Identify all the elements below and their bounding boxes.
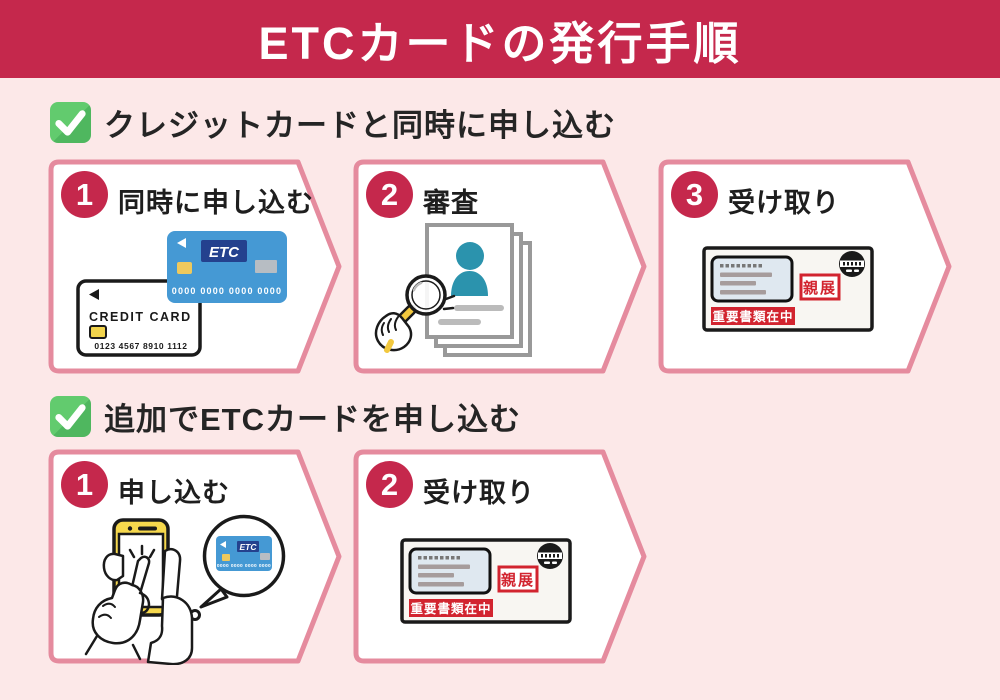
mini-etc-card: ETC 0000 0000 0000 0000 <box>216 536 272 571</box>
confidential-stamp <box>497 565 539 593</box>
etc-card-number: 0000 0000 0000 0000 <box>172 286 282 296</box>
etc-brand-plate <box>201 240 247 262</box>
text-line <box>438 319 481 325</box>
magnifier-lens-inner <box>411 280 441 310</box>
postmark-icon <box>537 543 563 569</box>
credit-card-number: 0123 4567 8910 1112 <box>94 341 187 351</box>
credit-card-brand: CREDIT CARD <box>89 310 192 324</box>
confidential-stamp-text: 親展 <box>501 571 535 589</box>
check-icon <box>50 102 91 143</box>
person-body <box>451 271 488 296</box>
step-box-screening: 2 審査 <box>350 158 648 375</box>
postmark-icon <box>839 251 865 277</box>
wrist-lines <box>84 634 142 661</box>
step-box-receive-2: 親展 重要書類在中 2 受け取り <box>350 448 648 665</box>
section-heading-2: 追加でETCカードを申し込む <box>50 394 521 439</box>
apply-phone-illustration: ETC 0000 0000 0000 0000 <box>84 514 286 665</box>
confidential-stamp-text: 親展 <box>803 279 837 297</box>
etc-card-stripe <box>255 260 277 273</box>
header-band: ETCカードの発行手順 <box>0 0 1000 78</box>
address-line <box>720 281 756 286</box>
phone-speaker-bar <box>138 526 157 531</box>
step-number-badge: 3 <box>671 171 718 218</box>
confidential-stamp <box>799 273 841 301</box>
step-box-apply-together: CREDIT CARD 0123 4567 8910 1112 ETC 0000… <box>45 158 343 375</box>
etc-card-number: 0000 0000 0000 0000 <box>217 563 271 569</box>
lens-highlight <box>412 281 423 292</box>
important-banner <box>409 599 493 617</box>
step-box-receive: 親展 重要書類在中 3 受け取り <box>655 158 953 375</box>
address-line <box>418 564 470 569</box>
important-banner <box>711 307 795 325</box>
envelope-illustration: 親展 重要書類在中 <box>400 538 572 624</box>
magnifier-handle-end <box>384 339 394 353</box>
sparkle-icon <box>442 294 456 311</box>
page-title: ETCカードの発行手順 <box>258 17 742 69</box>
section-heading-1: クレジットカードと同時に申し込む <box>50 100 616 145</box>
step-number: 3 <box>685 176 704 212</box>
step-label: 審査 <box>423 188 479 218</box>
step-number: 1 <box>75 466 94 502</box>
envelope-illustration: 親展 重要書類在中 <box>702 246 874 332</box>
step-label: 同時に申し込む <box>118 188 314 218</box>
step-label: 申し込む <box>118 478 230 508</box>
step-number-badge: 1 <box>61 461 108 508</box>
knuckles <box>98 602 116 619</box>
step-number-badge: 2 <box>366 461 413 508</box>
etc-card-arrow-icon <box>177 238 186 248</box>
holding-finger <box>160 547 182 605</box>
hand-fingers <box>380 316 399 336</box>
step-label: 受け取り <box>728 188 840 218</box>
window-dashes <box>720 264 762 268</box>
step-number-badge: 1 <box>61 171 108 218</box>
credit-card-arrow-icon <box>89 289 99 300</box>
screening-illustration <box>374 223 532 357</box>
tap-sparkle-icon <box>128 544 156 559</box>
bent-finger <box>138 591 151 615</box>
address-line <box>418 582 464 587</box>
etc-card-chip <box>177 262 192 274</box>
thumb <box>102 552 125 582</box>
etc-brand: ETC <box>209 244 240 261</box>
speech-bubble-tail <box>199 587 229 609</box>
step-number-badge: 2 <box>366 171 413 218</box>
step-number: 2 <box>380 466 399 502</box>
step-label: 受け取り <box>423 478 535 508</box>
step-number: 1 <box>75 176 94 212</box>
check-icon <box>50 396 91 437</box>
section-1-title: クレジットカードと同時に申し込む <box>104 108 616 143</box>
address-line <box>418 573 454 578</box>
address-line <box>720 290 766 295</box>
person-icon <box>456 242 484 270</box>
credit-and-etc-card-illustration: CREDIT CARD 0123 4567 8910 1112 ETC 0000… <box>76 231 287 357</box>
step-number: 2 <box>380 176 399 212</box>
important-banner-text: 重要書類在中 <box>712 309 793 324</box>
window-dashes <box>418 556 460 560</box>
important-banner-text: 重要書類在中 <box>410 601 491 616</box>
step-box-apply: ETC 0000 0000 0000 0000 <box>45 448 343 665</box>
address-line <box>720 272 772 277</box>
holding-palm <box>146 595 194 665</box>
etc-card <box>167 231 287 303</box>
text-line <box>454 305 504 311</box>
phone-camera-dot <box>127 526 133 531</box>
section-2-title: 追加でETCカードを申し込む <box>104 402 521 437</box>
credit-card-chip <box>89 325 107 339</box>
etc-brand: ETC <box>240 542 258 552</box>
